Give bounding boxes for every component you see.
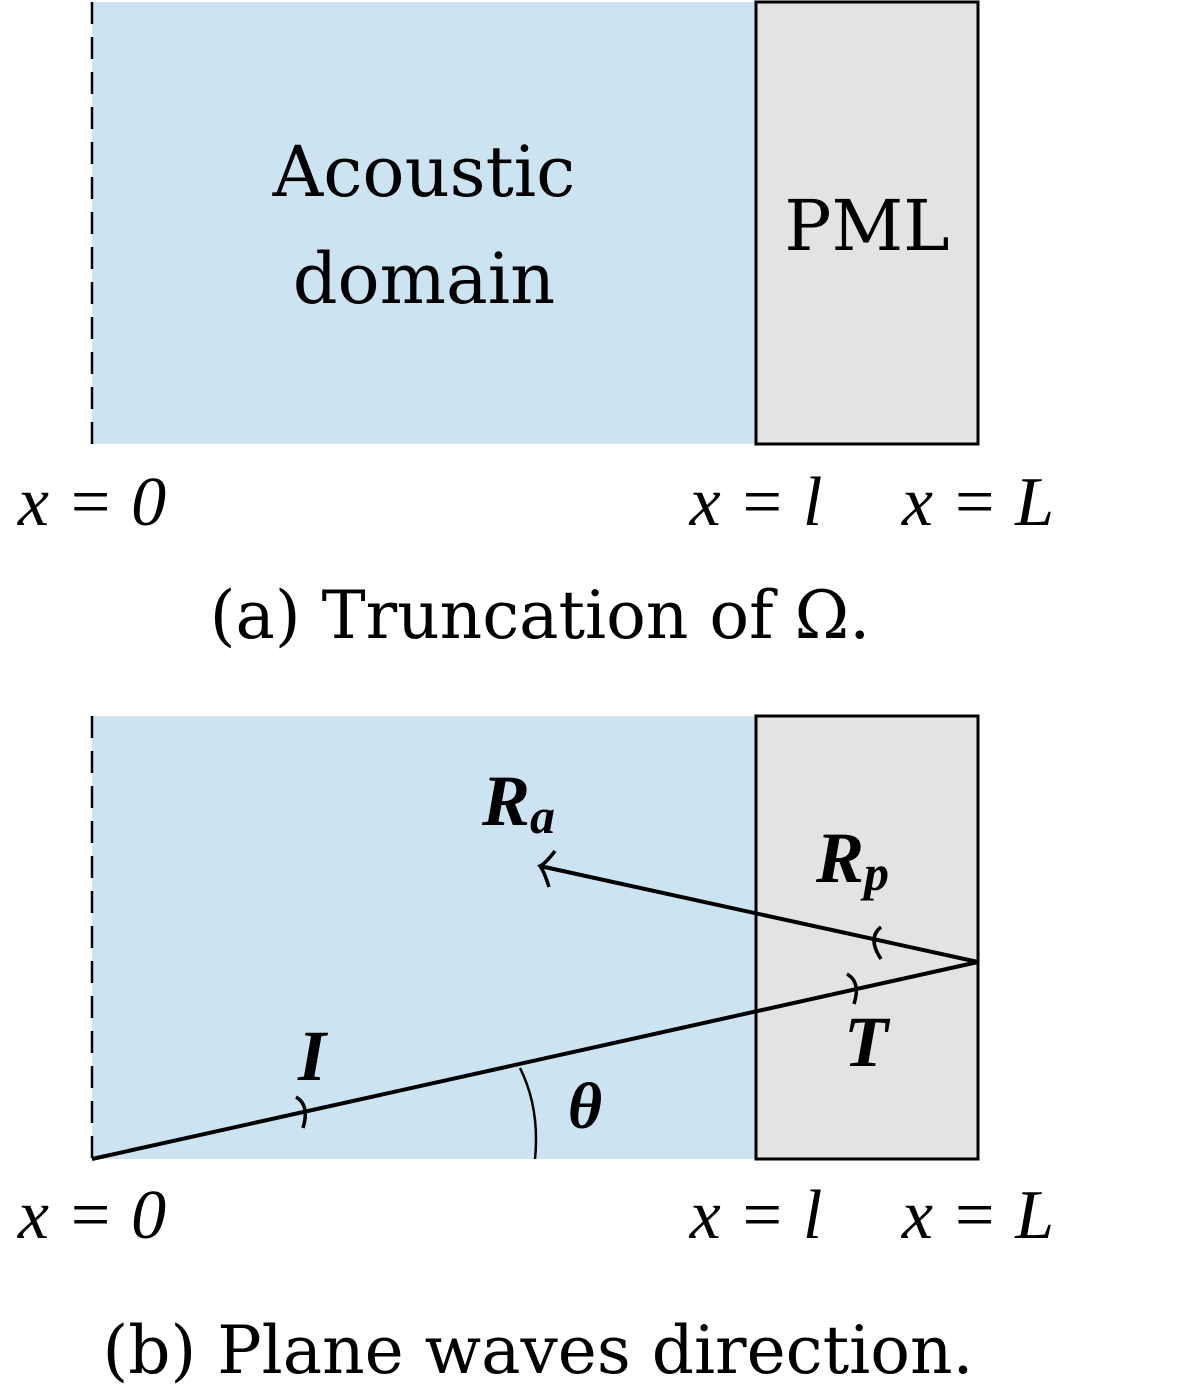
x0-label-a: x = 0 xyxy=(17,464,166,541)
panel-b: I T θ Ra Rp x = 0 x = l x = L (b) Plane … xyxy=(17,714,1054,1389)
reflected-ray xyxy=(539,864,979,964)
angle-arc xyxy=(518,1067,538,1160)
acoustic-domain-region-b xyxy=(92,716,756,1159)
reflected-pml-arrow-icon xyxy=(872,925,883,960)
xL-label-a: x = L xyxy=(901,464,1054,541)
xL-label-b: x = L xyxy=(901,1177,1054,1254)
transmitted-arrow-icon xyxy=(846,972,859,1005)
transmitted-label: T xyxy=(844,1002,891,1082)
caption-a: (a) Truncation of Ω. xyxy=(210,577,870,654)
xl-label-b: x = l xyxy=(689,1177,823,1254)
xl-label-a: x = l xyxy=(689,464,823,541)
x0-label-b: x = 0 xyxy=(17,1177,166,1254)
reflected-acoustic-label: Ra xyxy=(481,761,555,844)
acoustic-domain-label-line1: Acoustic xyxy=(272,131,576,213)
caption-b: (b) Plane waves direction. xyxy=(103,1312,974,1389)
panel-a: Acoustic domain PML x = 0 x = l x = L (a… xyxy=(17,0,1054,654)
reflected-acoustic-arrowhead-icon xyxy=(537,849,557,888)
acoustic-domain-label-line2: domain xyxy=(293,238,556,320)
angle-label: θ xyxy=(568,1070,602,1143)
reflected-pml-label: Rp xyxy=(815,818,889,901)
acoustic-domain-region-a xyxy=(92,2,756,444)
incident-ray xyxy=(91,960,979,1161)
incident-label: I xyxy=(297,1016,329,1096)
pml-label: PML xyxy=(784,185,949,267)
pml-region-a xyxy=(754,0,980,446)
incident-arrow-icon xyxy=(295,1095,308,1129)
